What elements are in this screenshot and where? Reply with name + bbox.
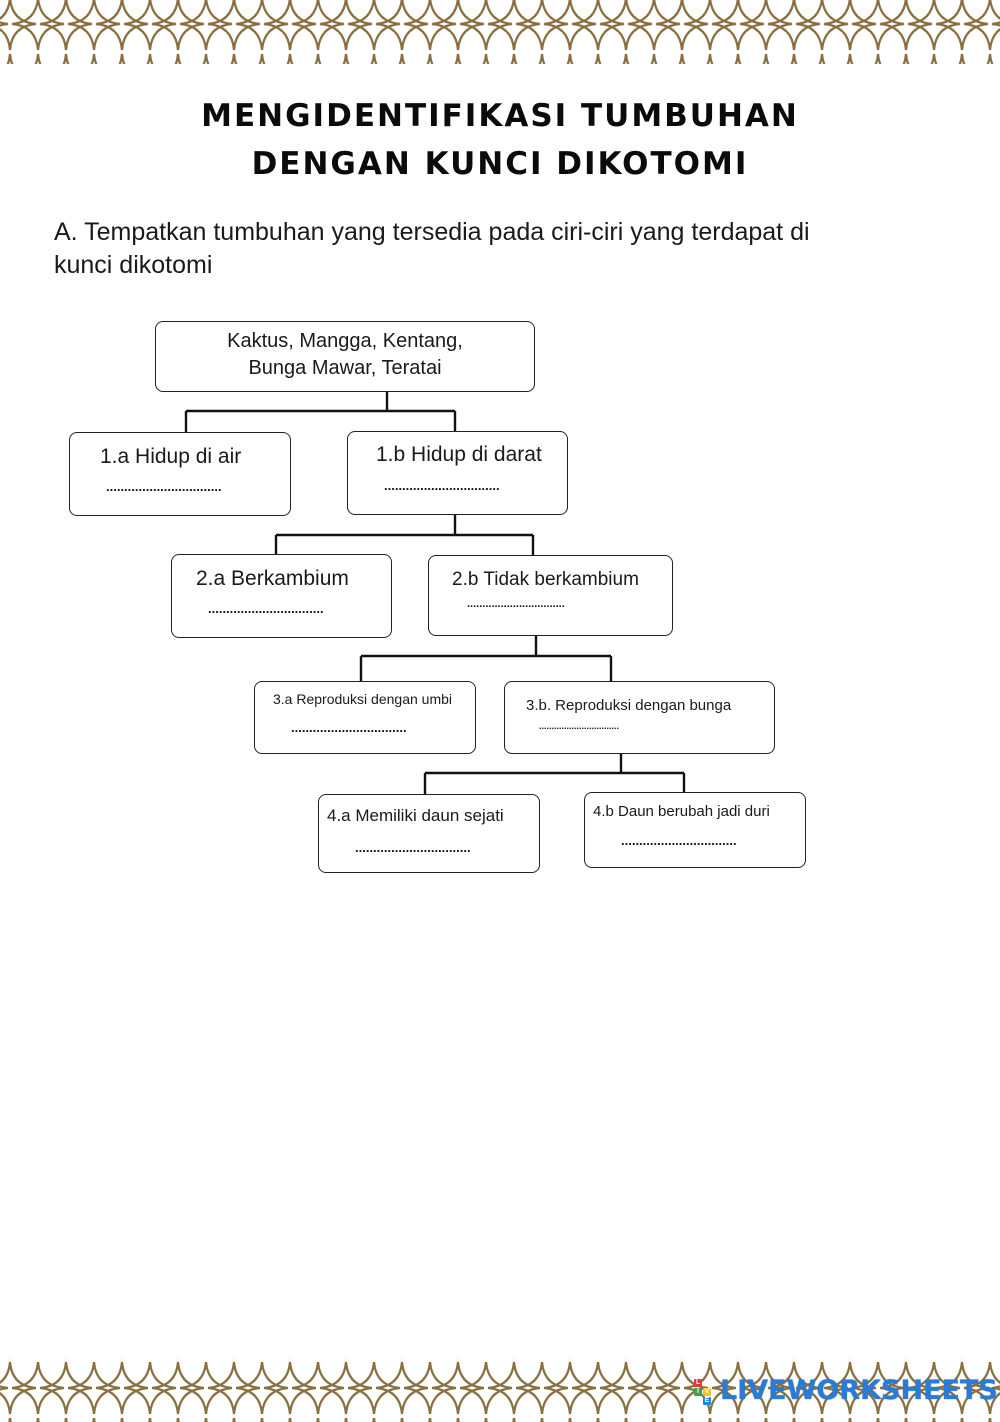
key-label-3a: 3.a Reproduksi dengan umbi — [273, 691, 453, 707]
key-box-2b: 2.b Tidak berkambium ...................… — [428, 555, 673, 636]
mark-letter-e: E — [703, 1397, 711, 1405]
title-line-1: MENGIDENTIFIKASI TUMBUHAN — [201, 98, 799, 134]
mark-letter-v: V — [703, 1388, 711, 1396]
plant-list-line-1: Kaktus, Mangga, Kentang, — [227, 330, 463, 352]
liveworksheets-mark-icon: L I V E — [692, 1375, 718, 1405]
answer-blank-4a[interactable]: ................................ — [355, 840, 471, 855]
key-label-2a: 2.a Berkambium — [196, 567, 349, 590]
key-box-4b: 4.b Daun berubah jadi duri .............… — [584, 792, 806, 868]
answer-blank-3a[interactable]: ................................ — [291, 720, 407, 735]
key-box-1b: 1.b Hidup di darat .....................… — [347, 431, 568, 515]
answer-blank-3b[interactable]: ................................ — [539, 721, 620, 731]
answer-blank-2b[interactable]: ................................ — [467, 598, 565, 610]
key-label-4b: 4.b Daun berubah jadi duri — [593, 803, 770, 820]
instruction-line-1: A. Tempatkan tumbuhan yang tersedia pada… — [54, 218, 810, 246]
key-label-4a: 4.a Memiliki daun sejati — [327, 806, 504, 825]
key-label-2b: 2.b Tidak berkambium — [452, 569, 639, 590]
answer-blank-2a[interactable]: ................................ — [208, 601, 324, 616]
top-ornament-border — [0, 0, 1000, 64]
liveworksheets-logo[interactable]: L I V E LIVEWORKSHEETS — [692, 1374, 998, 1406]
liveworksheets-wordmark: LIVEWORKSHEETS — [720, 1374, 998, 1406]
answer-blank-4b[interactable]: ................................ — [621, 833, 737, 848]
bottom-ornament-border — [0, 1358, 1000, 1422]
answer-blank-1a[interactable]: ................................ — [106, 479, 222, 494]
title-line-2: DENGAN KUNCI DIKOTOMI — [251, 146, 749, 182]
instruction-text: A. Tempatkan tumbuhan yang tersedia pada… — [54, 216, 914, 282]
mark-letter-l: L — [694, 1379, 702, 1387]
key-box-2a: 2.a Berkambium .........................… — [171, 554, 392, 638]
key-label-1b: 1.b Hidup di darat — [376, 443, 542, 466]
plant-list-box: Kaktus, Mangga, Kentang, Bunga Mawar, Te… — [155, 321, 535, 392]
worksheet-title: MENGIDENTIFIKASI TUMBUHAN DENGAN KUNCI D… — [0, 92, 1000, 188]
key-box-4a: 4.a Memiliki daun sejati ...............… — [318, 794, 540, 873]
key-box-3b: 3.b. Reproduksi dengan bunga ...........… — [504, 681, 775, 754]
key-label-1a: 1.a Hidup di air — [100, 445, 242, 468]
instruction-line-2: kunci dikotomi — [54, 251, 213, 279]
key-box-3a: 3.a Reproduksi dengan umbi .............… — [254, 681, 476, 754]
key-box-1a: 1.a Hidup di air .......................… — [69, 432, 291, 516]
answer-blank-1b[interactable]: ................................ — [384, 478, 500, 493]
plant-list-line-2: Bunga Mawar, Teratai — [248, 357, 442, 379]
mark-letter-i: I — [694, 1388, 702, 1396]
key-label-3b: 3.b. Reproduksi dengan bunga — [526, 697, 732, 714]
